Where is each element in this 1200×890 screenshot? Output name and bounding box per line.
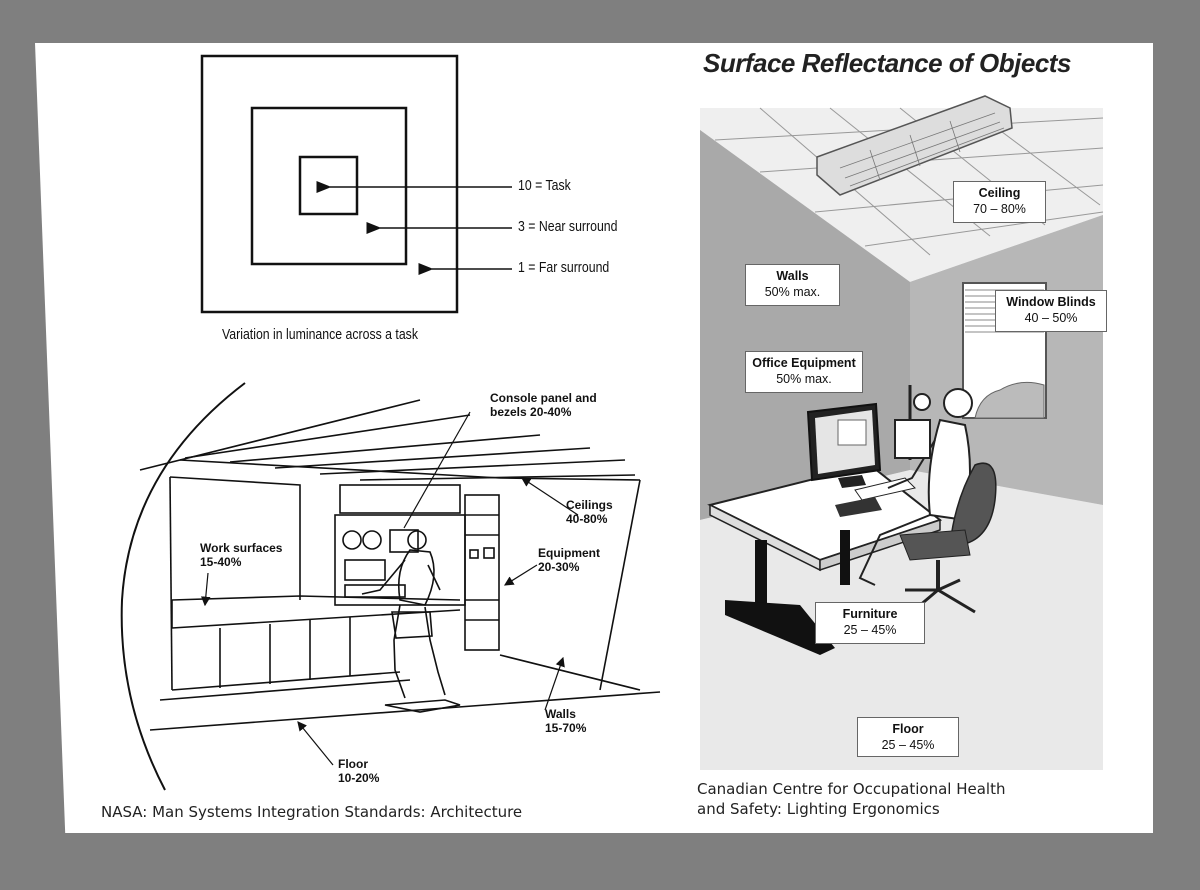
furniture-name: Furniture bbox=[842, 607, 898, 621]
ceiling-name: Ceiling bbox=[978, 186, 1021, 200]
floor-value: 25 – 45% bbox=[881, 738, 935, 752]
walls-value: 50% max. bbox=[764, 285, 821, 299]
floor-name: Floor bbox=[892, 722, 924, 736]
walls-label-box: Walls 50% max. bbox=[745, 264, 840, 306]
ceilings-label: Ceilings 40-80% bbox=[566, 498, 613, 526]
window-blinds-label-box: Window Blinds 40 – 50% bbox=[995, 290, 1107, 332]
furniture-label-box: Furniture 25 – 45% bbox=[815, 602, 925, 644]
near-surround-label: 3 = Near surround bbox=[518, 218, 618, 235]
nasa-source-caption: NASA: Man Systems Integration Standards:… bbox=[101, 803, 523, 821]
office-equipment-label-box: Office Equipment 50% max. bbox=[745, 351, 863, 393]
ccohs-source-caption: Canadian Centre for Occupational Health … bbox=[697, 780, 1006, 818]
window-blinds-name: Window Blinds bbox=[1006, 295, 1096, 309]
window-blinds-value: 40 – 50% bbox=[1024, 311, 1078, 325]
ceiling-label-box: Ceiling 70 – 80% bbox=[953, 181, 1046, 223]
work-surfaces-label: Work surfaces 15-40% bbox=[200, 541, 283, 569]
surface-reflectance-title: Surface Reflectance of Objects bbox=[703, 48, 1071, 78]
task-square bbox=[298, 155, 359, 216]
near-surround-square bbox=[250, 106, 408, 266]
task-label: 10 = Task bbox=[518, 177, 571, 194]
luminance-caption: Variation in luminance across a task bbox=[222, 326, 418, 343]
ceiling-value: 70 – 80% bbox=[973, 202, 1026, 216]
far-surround-label: 1 = Far surround bbox=[518, 259, 610, 276]
office-equipment-value: 50% max. bbox=[776, 372, 832, 386]
console-panel-label: Console panel and bezels 20-40% bbox=[490, 391, 597, 419]
far-surround-square bbox=[200, 54, 459, 314]
walls-label: Walls 15-70% bbox=[545, 707, 587, 735]
floor-label-box: Floor 25 – 45% bbox=[857, 717, 959, 757]
walls-name: Walls bbox=[776, 269, 809, 283]
office-equipment-name: Office Equipment bbox=[752, 356, 856, 370]
floor-label: Floor 10-20% bbox=[338, 757, 380, 785]
furniture-value: 25 – 45% bbox=[843, 623, 897, 637]
equipment-label: Equipment 20-30% bbox=[538, 546, 600, 574]
